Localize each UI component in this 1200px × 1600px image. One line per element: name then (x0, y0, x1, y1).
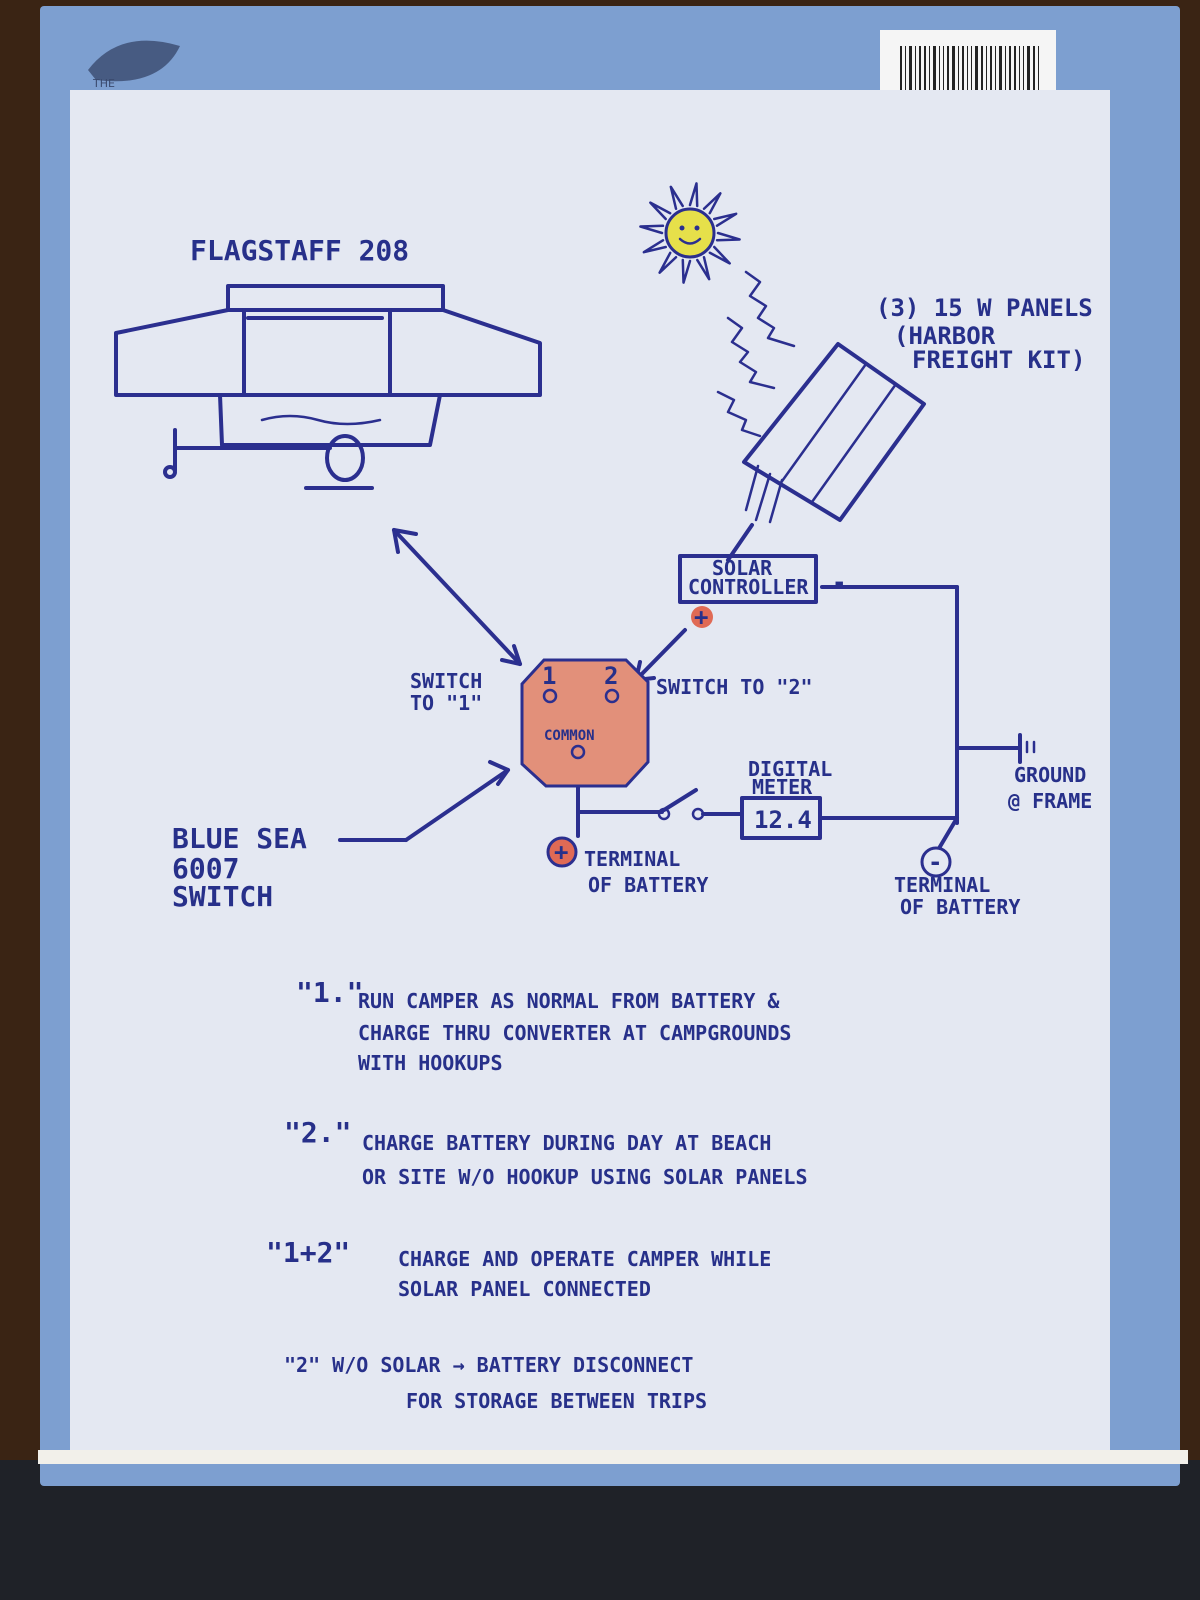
camper-title: FLAGSTAFF 208 (190, 234, 409, 267)
barcode-bar (990, 46, 992, 94)
negative-label-1: TERMINAL (894, 873, 990, 897)
controller-minus: - (832, 568, 846, 596)
barcode-bar (1014, 46, 1016, 94)
camper-drawing (114, 284, 542, 490)
controller-label-2: CONTROLLER (688, 575, 809, 599)
barcode-bar (929, 46, 930, 94)
controller-plus: + (694, 603, 708, 631)
blue-sea-label-1: BLUE SEA (172, 822, 307, 855)
sun-ray (681, 258, 692, 284)
notes-section: "1." RUN CAMPER AS NORMAL FROM BATTERY &… (266, 976, 808, 1413)
battery-switch: 1 2 COMMON (520, 658, 650, 788)
barcode-bar (958, 46, 959, 94)
note-1-line-3: WITH HOOKUPS (358, 1051, 503, 1075)
switch-pos-2: 2 (604, 662, 618, 690)
ground-label-1: GROUND (1014, 763, 1086, 787)
note-4-line-1: FOR STORAGE BETWEEN TRIPS (406, 1389, 707, 1413)
barcode-bar (943, 46, 944, 94)
negative-symbol: - (928, 848, 942, 876)
sun-ray (649, 201, 672, 221)
barcode-bar (933, 46, 936, 94)
sun-ray (696, 255, 711, 281)
positive-label-2: OF BATTERY (588, 873, 708, 897)
sun-ray (688, 182, 699, 208)
meter-label-1: DIGITAL (748, 757, 832, 781)
barcode-bar (995, 46, 996, 94)
sun-ray (715, 231, 741, 242)
meter-label-2: METER (752, 775, 813, 799)
blue-sea-label-3: SWITCH (172, 880, 273, 913)
ground-label-2: @ FRAME (1008, 789, 1092, 813)
barcode-bar (1009, 46, 1011, 94)
positive-symbol: + (554, 838, 568, 866)
barcode-bar (947, 46, 949, 94)
sun-ray (702, 192, 722, 215)
sun-ray (658, 251, 678, 274)
barcode-bar (1019, 46, 1020, 94)
barcode-bar (1033, 46, 1035, 94)
barcode-bar (909, 46, 912, 94)
sun-ray (639, 224, 665, 235)
meter-value: 12.4 (754, 806, 812, 834)
digital-meter: DIGITAL METER 12.4 (740, 757, 832, 840)
barcode-bar (962, 46, 964, 94)
barcode-bar (971, 46, 972, 94)
barcode-bar (981, 46, 983, 94)
note-3-key: "1+2" (266, 1236, 350, 1269)
sun-ray (712, 212, 738, 227)
controller-plus-dot (691, 606, 713, 628)
panels-label-3: FREIGHT KIT) (912, 346, 1085, 374)
barcode-bar (915, 46, 916, 94)
solar-panel (742, 342, 926, 524)
solar-controller: SOLAR CONTROLLER - + (678, 554, 846, 631)
switch-left-label-2: TO "1" (410, 691, 482, 715)
barcode-bar (1027, 46, 1030, 94)
book-logo-text: THE (92, 77, 115, 90)
book-logo: THE (88, 40, 180, 90)
blue-sea-label-2: 6007 (172, 852, 239, 885)
note-2-key: "2." (284, 1116, 351, 1149)
note-3-line-1: CHARGE AND OPERATE CAMPER WHILE (398, 1247, 771, 1271)
barcode-bar (905, 46, 906, 94)
sun-icon (639, 182, 741, 284)
sun-ray (669, 185, 684, 211)
book-edge (38, 1450, 1188, 1464)
switch-common: COMMON (544, 728, 595, 744)
controller-label-1: SOLAR (712, 556, 773, 580)
negative-label-2: OF BATTERY (900, 895, 1020, 919)
note-1-line-1: RUN CAMPER AS NORMAL FROM BATTERY & (358, 989, 780, 1013)
sunlight-rays (716, 270, 796, 438)
barcode-bar (975, 46, 978, 94)
barcode-bar (1023, 46, 1024, 94)
negative-terminal: - TERMINAL OF BATTERY (894, 846, 1020, 919)
barcode-bar (999, 46, 1002, 94)
switch-pos-1: 1 (542, 662, 556, 690)
switch-right-label: SWITCH TO "2" (656, 675, 813, 699)
barcode-bar (952, 46, 955, 94)
barcode-bar (1005, 46, 1006, 94)
sun-ray (708, 245, 731, 265)
sun-ray (642, 239, 668, 254)
note-1-line-2: CHARGE THRU CONVERTER AT CAMPGROUNDS (358, 1021, 791, 1045)
barcode-bar (939, 46, 940, 94)
panels-label-1: (3) 15 W PANELS (876, 294, 1093, 322)
positive-terminal: + TERMINAL OF BATTERY (546, 836, 708, 897)
note-1-key: "1." (296, 976, 363, 1009)
note-3-line-2: SOLAR PANEL CONNECTED (398, 1277, 651, 1301)
barcode-bar (967, 46, 968, 94)
barcode-bar (1038, 46, 1039, 94)
note-2-line-1: CHARGE BATTERY DURING DAY AT BEACH (362, 1131, 771, 1155)
positive-label-1: TERMINAL (584, 847, 680, 871)
panels-label-2: (HARBOR (894, 322, 996, 350)
barcode-bar (919, 46, 921, 94)
barcode-bar (924, 46, 926, 94)
note-2-line-2: OR SITE W/O HOOKUP USING SOLAR PANELS (362, 1165, 808, 1189)
barcode-bar (900, 46, 902, 94)
switch-left-label-1: SWITCH (410, 669, 482, 693)
barcode-bar (986, 46, 987, 94)
note-4-key: "2" W/O SOLAR → BATTERY DISCONNECT (284, 1353, 693, 1377)
